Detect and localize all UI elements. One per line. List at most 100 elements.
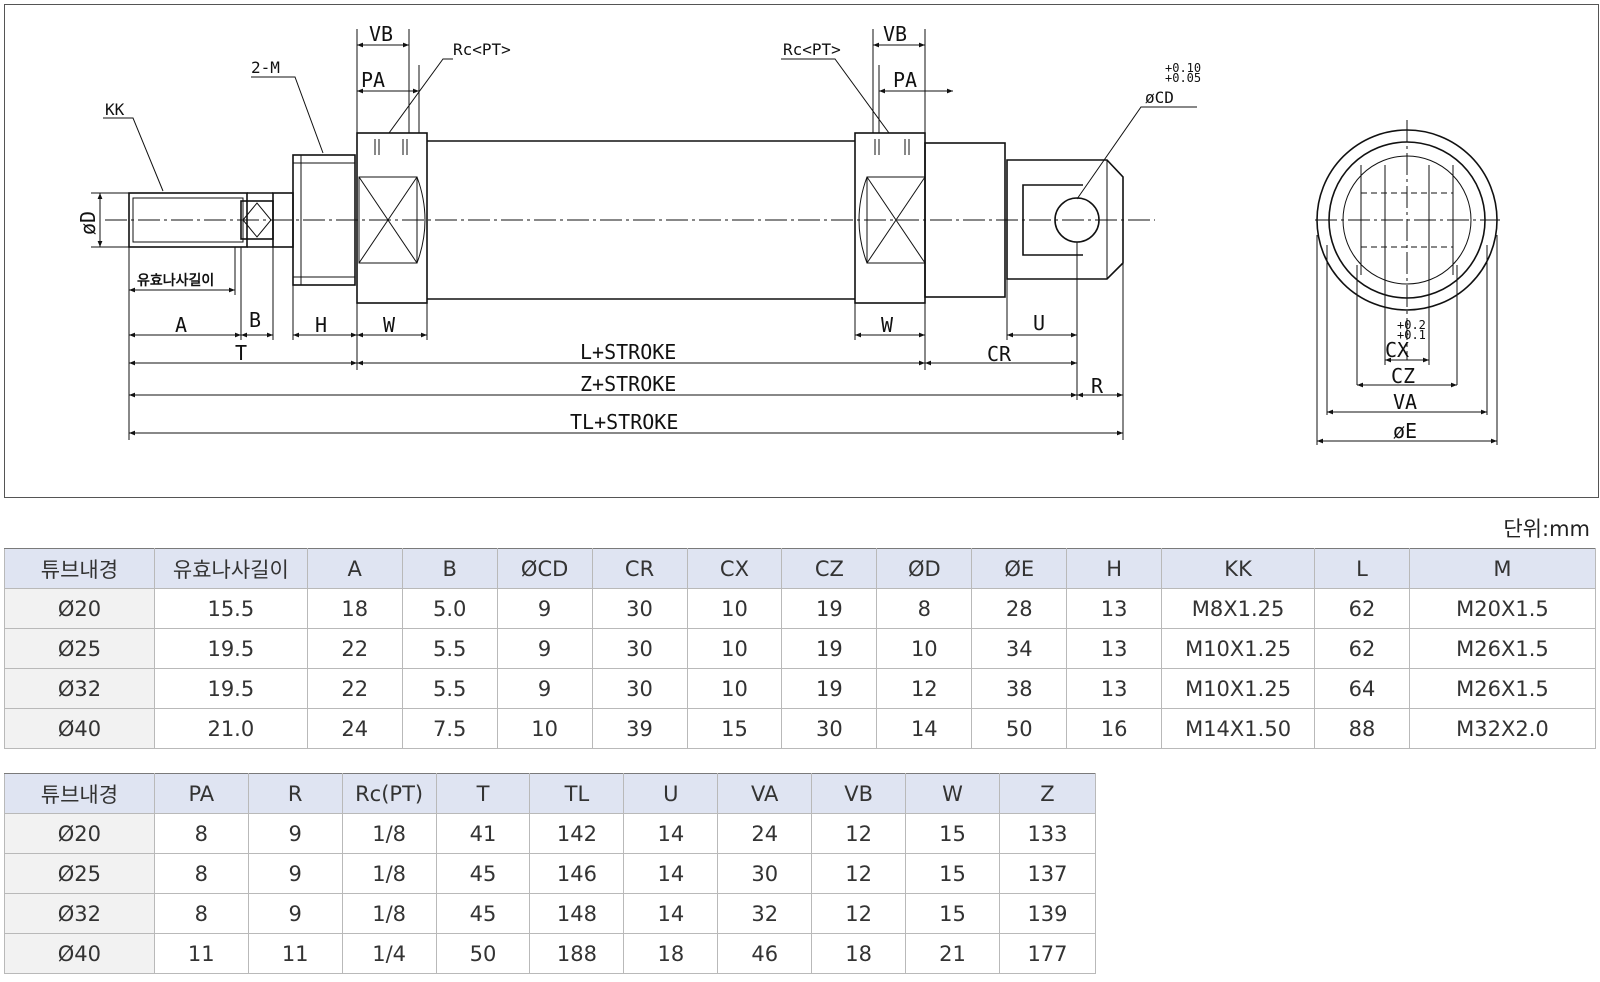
label-cd-tol-lower: +0.05 (1165, 71, 1201, 85)
table-cell: 1/8 (341, 893, 437, 934)
table-cell: 8 (153, 813, 249, 854)
table-row: Ø25 8 9 1/8 45 146 14 30 12 15 137 (4, 853, 1097, 894)
table-cell: 12 (811, 813, 907, 854)
table-cell: 39 (591, 708, 688, 749)
table-cell: 15 (905, 893, 1000, 934)
label-pa-left: PA (361, 68, 385, 92)
header-cell: A (306, 548, 403, 589)
table-row: Ø40 11 11 1/4 50 188 18 46 18 21 177 (4, 933, 1097, 974)
table-row: Ø25 19.5 22 5.5 9 30 10 19 10 34 13 M10X… (4, 628, 1597, 669)
table-cell: 146 (529, 853, 625, 894)
table-row: Ø40 21.0 24 7.5 10 39 15 30 14 50 16 M14… (4, 708, 1597, 749)
label-w-left: W (383, 313, 396, 337)
table-cell: 139 (998, 893, 1097, 934)
table-cell: 8 (153, 893, 249, 934)
table-cell: M10X1.25 (1161, 668, 1316, 709)
table-row: Ø32 19.5 22 5.5 9 30 10 19 12 38 13 M10X… (4, 668, 1597, 709)
table-cell: 34 (971, 628, 1068, 669)
label-z-stroke: Z+STROKE (580, 372, 676, 396)
table-cell: 11 (153, 933, 249, 974)
label-a: A (175, 313, 187, 337)
header-cell: ØCD (496, 548, 593, 589)
table-cell: 15 (905, 853, 1000, 894)
header-cell: PA (153, 773, 249, 814)
table-cell: 88 (1314, 708, 1410, 749)
table-cell: 12 (876, 668, 973, 709)
table-cell: 12 (811, 893, 907, 934)
rear-body (924, 142, 1006, 298)
table-cell: M8X1.25 (1161, 588, 1316, 629)
table-cell: 24 (717, 813, 813, 854)
label-cd-tol-upper: +0.10 (1165, 61, 1201, 75)
table-cell: 13 (1066, 588, 1163, 629)
table-cell: 22 (306, 628, 403, 669)
table-cell: 14 (623, 893, 719, 934)
table-cell: 19 (781, 588, 878, 629)
header-cell: CZ (781, 548, 878, 589)
table-cell: Ø32 (4, 893, 155, 934)
table-cell: 28 (971, 588, 1068, 629)
table-cell: 9 (496, 668, 593, 709)
table-cell: 9 (247, 813, 343, 854)
label-rc-left: Rc<PT> (453, 40, 511, 59)
table-cell: 137 (998, 853, 1097, 894)
table-cell: 19.5 (153, 628, 308, 669)
rear-cover (854, 132, 926, 304)
spec-table-1: 튜브내경 유효나사길이 A B ØCD CR CX CZ ØD ØE H KK … (4, 548, 1597, 749)
table-cell: 10 (686, 588, 783, 629)
label-cx: CX (1385, 338, 1409, 362)
table-cell: 62 (1314, 588, 1410, 629)
table-cell: Ø20 (4, 588, 155, 629)
table-cell: 15 (686, 708, 783, 749)
table-row: Ø20 8 9 1/8 41 142 14 24 12 15 133 (4, 813, 1097, 854)
table-cell: 15.5 (153, 588, 308, 629)
table-cell: 19.5 (153, 668, 308, 709)
table-cell: 14 (623, 853, 719, 894)
table-cell: 19 (781, 628, 878, 669)
table-cell: 24 (306, 708, 403, 749)
label-tl-stroke: TL+STROKE (570, 410, 678, 434)
table-cell: 41 (435, 813, 531, 854)
table-cell: 177 (998, 933, 1097, 974)
label-vb-left: VB (369, 22, 393, 46)
table-cell: 30 (591, 588, 688, 629)
table-cell: M26X1.5 (1408, 668, 1597, 709)
table-cell: Ø40 (4, 933, 155, 974)
cylinder-drawing-svg: KK 2-M VB Rc<PT> PA Rc<PT> VB PA +0.10 +… (76, 22, 1500, 445)
label-pa-right: PA (893, 68, 917, 92)
table-cell: 5.5 (401, 628, 498, 669)
label-b: B (249, 308, 261, 332)
table-cell: 50 (971, 708, 1068, 749)
table-cell: 10 (686, 668, 783, 709)
table-cell: 12 (811, 853, 907, 894)
table-cell: 62 (1314, 628, 1410, 669)
table-cell: 9 (247, 853, 343, 894)
header-cell: 튜브내경 (4, 548, 155, 589)
table-cell: Ø25 (4, 853, 155, 894)
table-cell: 10 (496, 708, 593, 749)
header-cell: Rc(PT) (341, 773, 437, 814)
table-cell: 5.0 (401, 588, 498, 629)
table-cell: M14X1.50 (1161, 708, 1316, 749)
table-cell: 30 (781, 708, 878, 749)
label-rc-right: Rc<PT> (783, 40, 841, 59)
table-row: Ø20 15.5 18 5.0 9 30 10 19 8 28 13 M8X1.… (4, 588, 1597, 629)
table-cell: M20X1.5 (1408, 588, 1597, 629)
table-cell: 30 (591, 628, 688, 669)
table-cell: 19 (781, 668, 878, 709)
header-cell: CR (591, 548, 688, 589)
header-cell: CX (686, 548, 783, 589)
spec-table-2: 튜브내경 PA R Rc(PT) T TL U VA VB W Z Ø20 8 … (4, 773, 1097, 974)
table-cell: 21.0 (153, 708, 308, 749)
table-cell: 32 (717, 893, 813, 934)
table-cell: 50 (435, 933, 531, 974)
header-cell: U (623, 773, 719, 814)
table-cell: 16 (1066, 708, 1163, 749)
table-cell: 18 (306, 588, 403, 629)
header-cell: ØE (971, 548, 1068, 589)
technical-drawing: KK 2-M VB Rc<PT> PA Rc<PT> VB PA +0.10 +… (4, 4, 1599, 498)
table-cell: 10 (876, 628, 973, 669)
label-va: VA (1393, 390, 1417, 414)
table-cell: 9 (496, 628, 593, 669)
header-cell: M (1408, 548, 1597, 589)
